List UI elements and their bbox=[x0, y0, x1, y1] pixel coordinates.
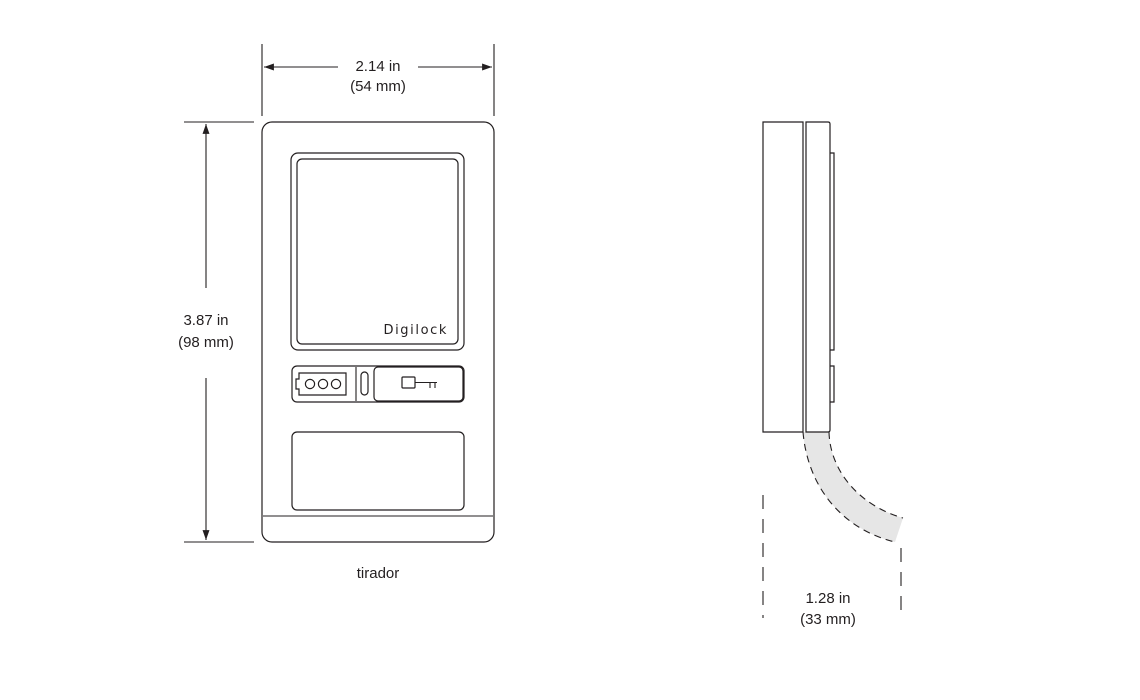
side-front-body bbox=[805, 121, 831, 433]
cable-shading bbox=[803, 432, 903, 542]
width-dimension: 2.14 in (54 mm) bbox=[261, 44, 495, 116]
battery-indicator-icon bbox=[295, 372, 347, 396]
control-strip bbox=[291, 365, 465, 403]
width-imperial-label: 2.14 in bbox=[355, 58, 400, 75]
height-imperial-label: 3.87 in bbox=[183, 312, 228, 329]
cable-edge-outer bbox=[802, 431, 896, 543]
lock-body bbox=[261, 121, 495, 543]
front-view-caption: tirador bbox=[357, 565, 400, 582]
side-back-plate bbox=[762, 121, 804, 433]
width-metric-label: (54 mm) bbox=[350, 78, 406, 95]
pull-handle bbox=[291, 431, 465, 511]
depth-imperial-label: 1.28 in bbox=[805, 590, 850, 607]
display-panel-inner bbox=[296, 158, 459, 345]
key-icon bbox=[401, 376, 437, 389]
lock-side-view bbox=[762, 121, 904, 618]
lock-front-view: Digilock bbox=[261, 121, 495, 543]
side-keypad-protrusion bbox=[830, 152, 835, 351]
display-panel-outer bbox=[290, 152, 465, 351]
cable-edge-inner bbox=[828, 431, 904, 519]
height-metric-label: (98 mm) bbox=[178, 334, 234, 351]
depth-metric-label: (33 mm) bbox=[800, 611, 856, 628]
led-slot bbox=[360, 371, 369, 396]
brand-logo: Digilock bbox=[383, 323, 448, 338]
key-override-button bbox=[373, 366, 464, 402]
side-button-protrusion bbox=[830, 365, 835, 403]
height-dimension: 3.87 in (98 mm) bbox=[178, 121, 254, 543]
